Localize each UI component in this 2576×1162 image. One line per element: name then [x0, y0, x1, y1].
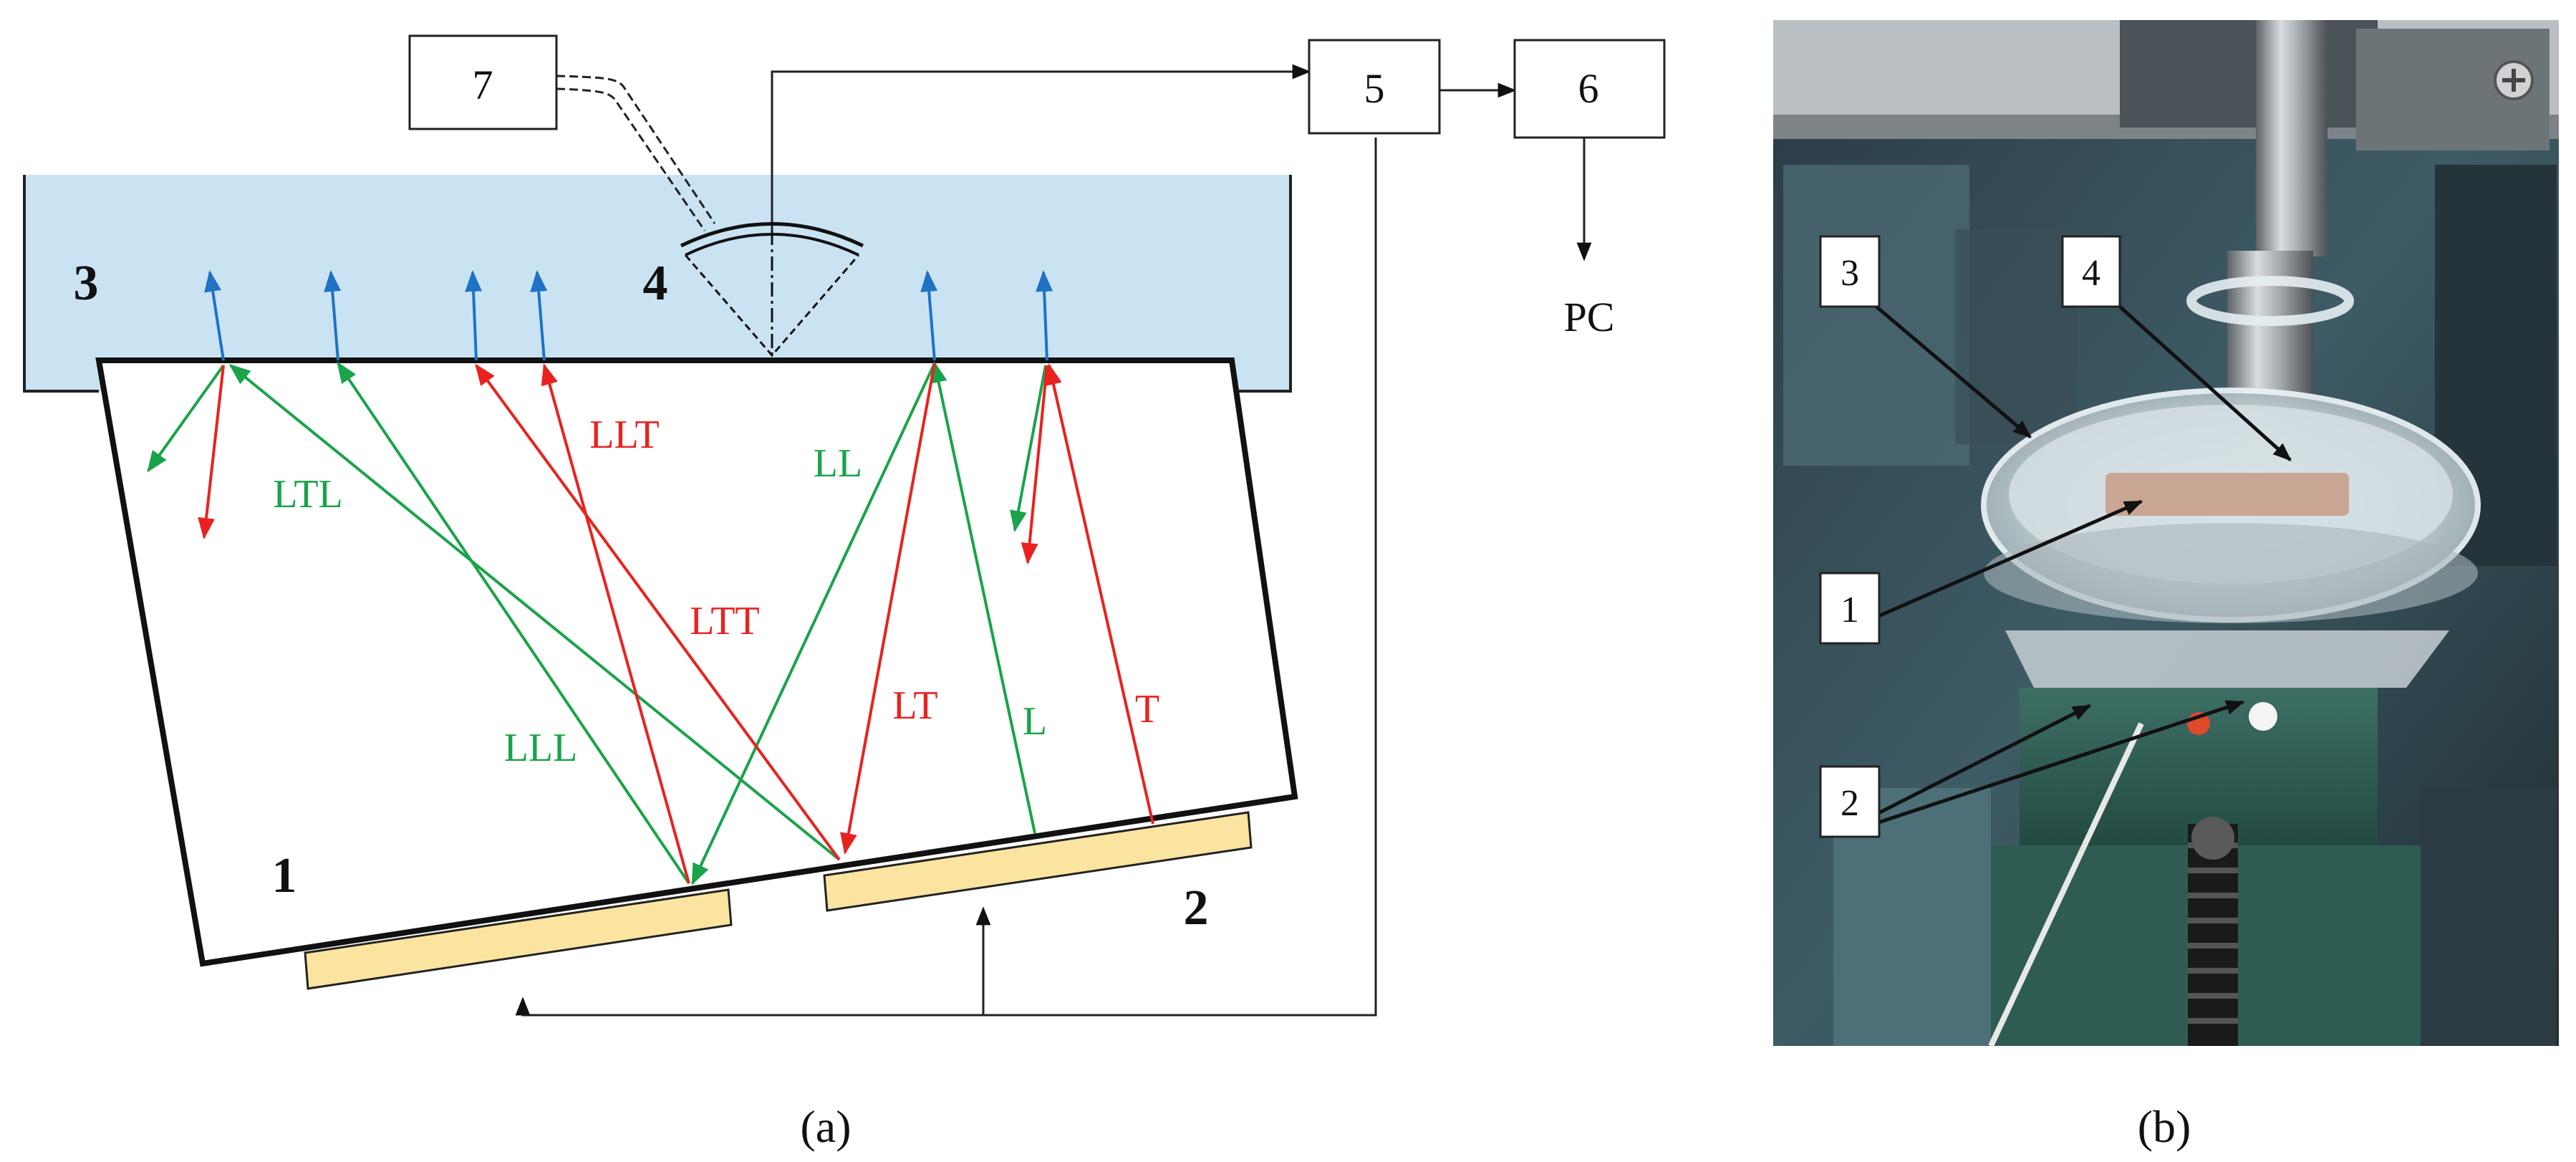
wave-label-t: T: [1135, 687, 1159, 731]
leader-1: [1878, 499, 2143, 618]
ray-blue-3: [465, 270, 483, 361]
ray-ltl-red: [198, 365, 225, 539]
cable-7-to-probe-2: [556, 87, 706, 231]
wave-label-ll: LL: [814, 441, 862, 486]
clamp-ring: [2186, 276, 2354, 326]
leader-3: [1875, 305, 2032, 438]
cable-photo: [1988, 722, 2144, 1047]
ray-t-refl: [1021, 365, 1048, 565]
label-box-6: 6: [1578, 65, 1599, 112]
ray-ll-out: [691, 362, 936, 885]
ray-blue-4: [530, 270, 548, 361]
vise: [2020, 688, 2378, 845]
ray-ltl-in: [228, 364, 841, 861]
bath-walls: [23, 175, 1292, 393]
ray-blue-5: [920, 270, 938, 361]
leader-4: [2118, 305, 2292, 461]
wave-label-lt: LT: [892, 683, 937, 728]
ray-t-in: [1045, 363, 1154, 825]
leader-2b: [1878, 700, 2245, 825]
caption-a: (a): [800, 1101, 851, 1152]
label-probe: 4: [643, 256, 668, 311]
cable-7-to-probe: [556, 75, 716, 224]
callout-box-4: [2061, 235, 2121, 308]
callout-box-1: [1819, 572, 1881, 645]
wave-label-ltt: LTT: [690, 599, 759, 643]
ray-ltl-refl: [147, 364, 225, 473]
callout-4: 4: [2082, 253, 2100, 294]
wave-label-ltl: LTL: [273, 472, 342, 517]
callout-2: 2: [1841, 783, 1859, 824]
transducer-left: [304, 888, 733, 990]
leader-2a: [1877, 704, 2092, 815]
label-box-7: 7: [473, 62, 493, 108]
wire-bottom: [515, 138, 1377, 1017]
label-specimen: 1: [272, 848, 297, 903]
ray-llt-in: [541, 363, 690, 884]
wire-probe-to-5: [771, 64, 1311, 231]
label-pc: PC: [1564, 294, 1615, 340]
transducer-right: [823, 811, 1253, 912]
diagram-a: 7 5 6 PC 3 4 1 2 LTL LLT LL LTT LT L T L…: [23, 34, 1666, 1017]
ray-ltt-in: [475, 363, 841, 861]
wave-label-lll: LLL: [504, 726, 578, 770]
specimen-block: [95, 357, 1298, 967]
photo-b: 3 4 1 2: [1773, 20, 2559, 1047]
vise-screw: [2188, 817, 2238, 1046]
box-7: [408, 34, 558, 130]
water-bath: [24, 175, 1291, 391]
probe: [680, 222, 864, 362]
ray-l-refl: [1010, 365, 1047, 532]
callout-3: 3: [1841, 253, 1859, 294]
label-box-5: 5: [1364, 65, 1385, 112]
specimen-photo: [2105, 473, 2349, 516]
label-bath: 3: [74, 256, 99, 311]
wave-rays: [147, 270, 1154, 885]
label-transducers: 2: [1184, 880, 1209, 936]
ray-lll-in: [337, 361, 690, 885]
box-6: [1513, 39, 1666, 139]
ray-blue-1: [204, 270, 225, 361]
wave-label-llt: LLT: [589, 413, 659, 457]
callout-1: 1: [1841, 590, 1859, 630]
holder-plate: [2005, 630, 2449, 688]
wave-label-l: L: [1023, 699, 1047, 744]
probe-rod: [2256, 20, 2327, 256]
callout-box-2: [1819, 765, 1881, 838]
box-5: [1308, 39, 1441, 135]
ray-blue-2: [324, 270, 342, 361]
ray-lt-out: [840, 362, 936, 855]
ray-blue-6: [1036, 270, 1053, 361]
caption-b: (b): [2138, 1101, 2191, 1152]
ray-ll-in: [930, 361, 1036, 834]
callout-box-3: [1819, 235, 1881, 308]
